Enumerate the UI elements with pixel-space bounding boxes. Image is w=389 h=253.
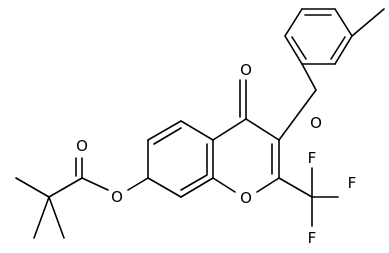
bond-c4a-c5 <box>180 120 214 141</box>
atom-label-fluorine-top: F <box>308 149 317 167</box>
bond-c2-cf3 <box>278 177 313 198</box>
atom-label-ester-oxygen: O <box>111 188 123 206</box>
bond-tbu-methyl-right <box>48 196 65 239</box>
atom-label-ring-oxygen: O <box>240 189 252 207</box>
bond-benzo-inner-a <box>153 127 182 145</box>
bond-tolyl-6 <box>284 8 303 37</box>
bond-tolyl-2 <box>334 8 353 37</box>
bond-tolyl-5 <box>284 35 303 65</box>
bond-c3-c4 <box>245 118 280 141</box>
atom-label-ester-carbonyl-oxygen: O <box>76 137 88 155</box>
bonds <box>15 8 385 239</box>
bond-ether-c3 <box>278 89 317 141</box>
bond-benzo-inner-b <box>180 174 208 191</box>
bond-carbonyl-quaternary <box>48 177 83 198</box>
bond-c7-ester-o <box>127 177 149 191</box>
atom-label-fluorine-bottom: F <box>308 229 317 247</box>
bond-c7-c8 <box>147 177 182 198</box>
bond-tbu-methyl-left <box>15 177 50 198</box>
bond-c8-c8a <box>180 177 214 198</box>
bond-tolyl-3 <box>334 35 353 65</box>
bond-ester-o-carbonyl <box>81 177 109 191</box>
bond-tolyl-inner-b <box>330 36 346 60</box>
atom-label-fluorine-right: F <box>348 174 357 192</box>
bond-c8a-o1 <box>212 177 236 193</box>
bond-c5-c6 <box>147 120 182 141</box>
bond-o1-c2 <box>256 177 280 193</box>
bond-tolyl-inner-c <box>291 36 307 60</box>
bond-tbu-methyl-down <box>33 196 50 239</box>
bond-methyl <box>351 8 385 37</box>
atom-label-ether-oxygen: O <box>310 114 322 132</box>
bond-tolyl-ether <box>301 63 317 91</box>
atom-label-carbonyl-oxygen: O <box>240 61 252 79</box>
bond-c4-c4a <box>212 118 247 141</box>
atom-labels: O O O O O F F F <box>76 61 356 247</box>
